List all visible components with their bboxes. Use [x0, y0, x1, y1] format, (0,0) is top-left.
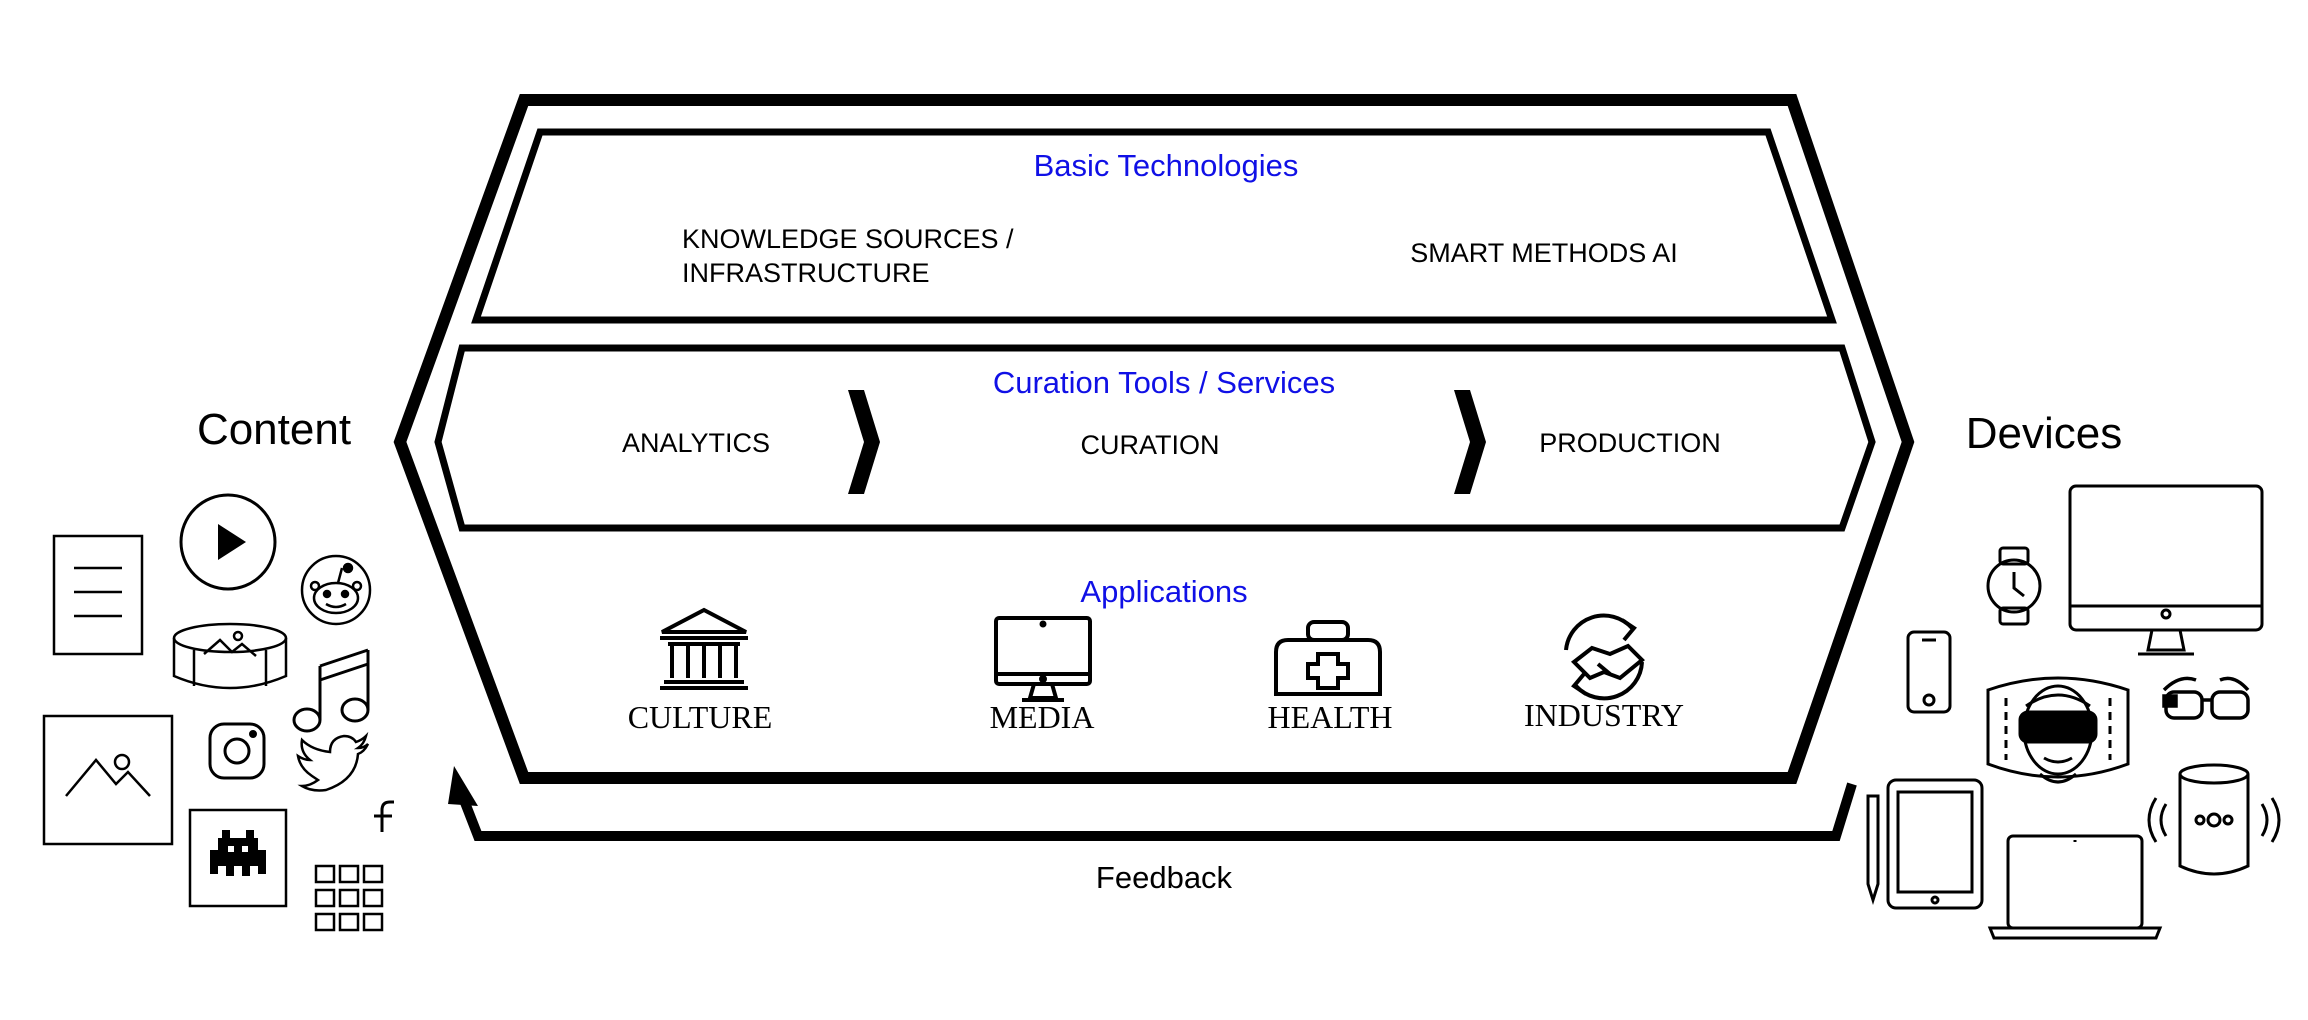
app-grid-icon	[314, 864, 384, 932]
document-icon	[52, 534, 144, 656]
music-note-icon	[292, 648, 370, 733]
tablet-icon	[1886, 778, 1984, 910]
desktop-monitor-icon	[2068, 484, 2264, 656]
laptop-icon	[1987, 834, 2163, 940]
curation-tools-title: Curation Tools / Services	[993, 365, 1335, 400]
panorama-icon	[172, 622, 288, 690]
monitor-icon	[994, 616, 1092, 702]
smartwatch-icon	[1986, 546, 2042, 626]
reddit-icon	[300, 554, 372, 626]
space-invader-icon	[188, 808, 288, 908]
application-culture-label: CULTURE	[628, 699, 773, 735]
image-icon	[42, 714, 174, 846]
museum-icon	[660, 607, 748, 690]
stylus-icon	[1866, 794, 1880, 906]
basic-technologies-panel	[471, 128, 1837, 324]
feedback-arrow-line	[459, 782, 1857, 841]
medical-kit-icon	[1274, 620, 1382, 696]
application-health-label: HEALTH	[1267, 699, 1392, 735]
smart-glasses-icon	[2162, 676, 2250, 720]
process-chevron-icon	[848, 390, 880, 494]
content-label: Content	[197, 405, 351, 454]
feedback-arrowhead-icon	[448, 766, 478, 806]
smartphone-icon	[1906, 630, 1952, 714]
knowledge-sources-label-line1: KNOWLEDGE SOURCES /	[682, 224, 1014, 254]
smart-speaker-icon	[2147, 763, 2281, 876]
facebook-icon	[374, 800, 394, 832]
curation-tools-panel	[434, 344, 1876, 532]
twitter-icon	[296, 731, 370, 792]
handshake-cycle-icon	[1564, 613, 1645, 701]
curation-step-analytics: ANALYTICS	[622, 428, 770, 458]
basic-technologies-title: Basic Technologies	[1034, 148, 1299, 183]
smart-methods-ai-label: SMART METHODS AI	[1410, 238, 1678, 268]
process-chevron-icon	[1454, 390, 1486, 494]
vr-headset-icon	[1986, 676, 2130, 784]
platform-hexagon-outline	[393, 94, 1915, 784]
applications-title: Applications	[1080, 574, 1247, 609]
knowledge-sources-label-line2: INFRASTRUCTURE	[682, 258, 930, 288]
devices-label: Devices	[1966, 409, 2123, 458]
feedback-label: Feedback	[1096, 860, 1233, 895]
play-button-icon	[179, 493, 277, 591]
instagram-icon	[208, 722, 266, 780]
application-media-label: MEDIA	[990, 699, 1095, 735]
application-industry-label: INDUSTRY	[1524, 697, 1684, 733]
curation-step-curation: CURATION	[1081, 430, 1220, 460]
curation-step-production: PRODUCTION	[1539, 428, 1721, 458]
